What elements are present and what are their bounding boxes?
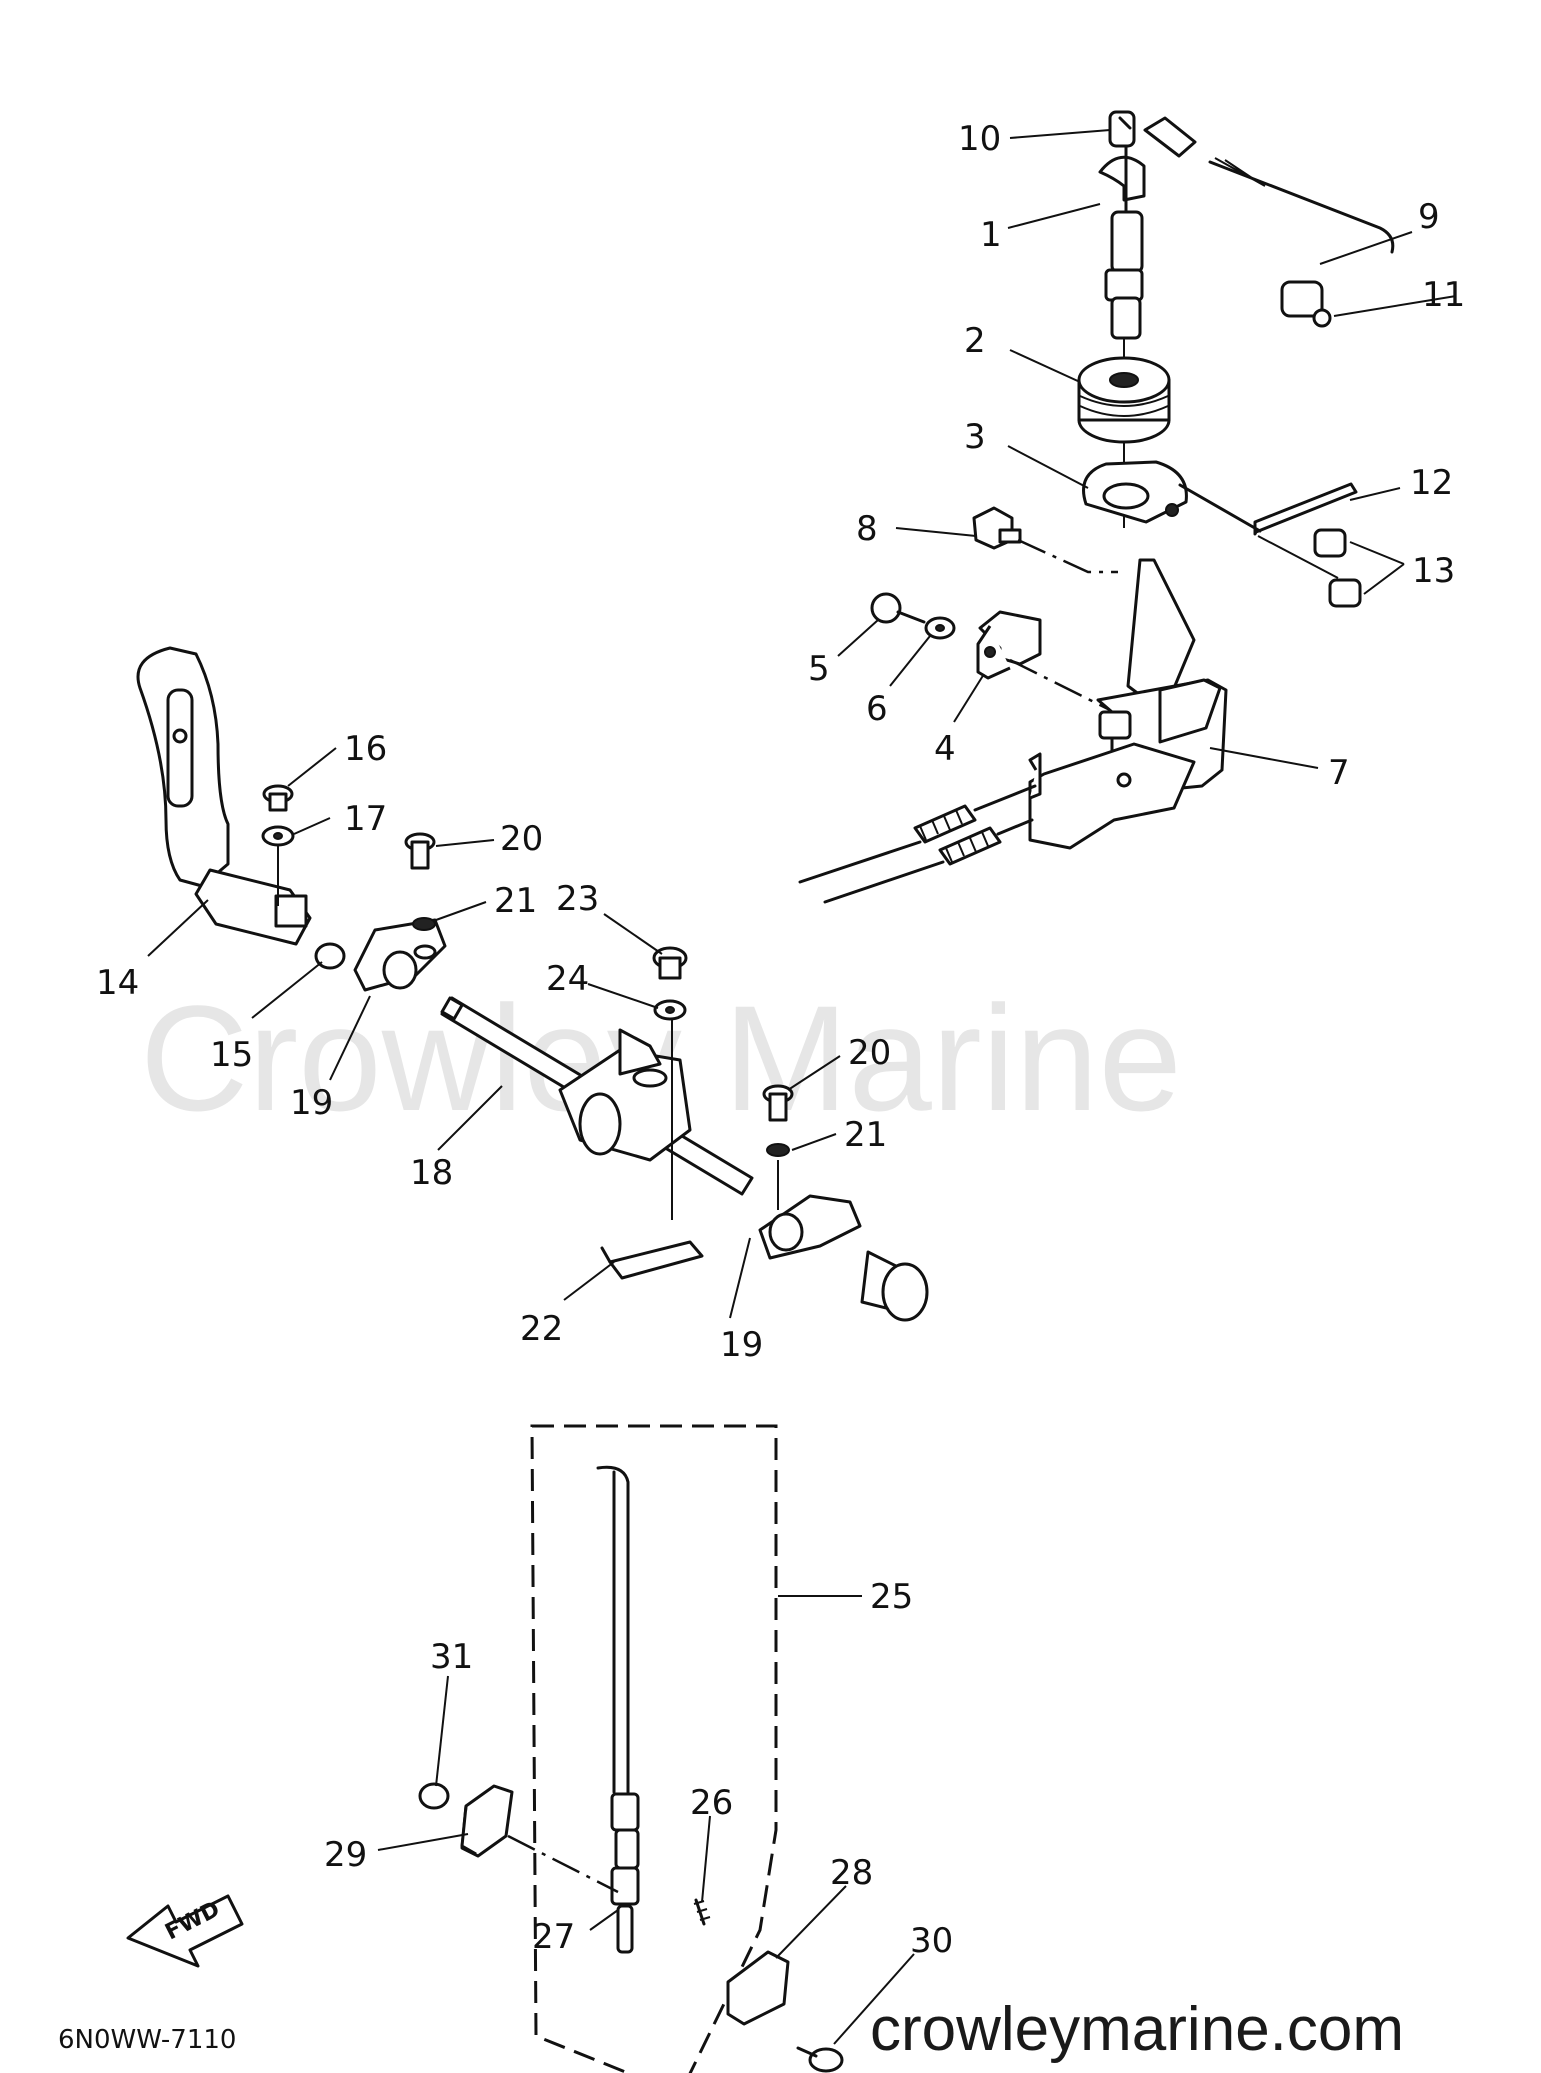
label-11: 11 [1422, 275, 1465, 315]
part-12-link [1178, 482, 1358, 536]
part-15-ring [314, 942, 346, 970]
part-2-spool [1077, 356, 1171, 444]
part-8-bolt [972, 506, 1022, 550]
part-11-fastener [1280, 280, 1332, 328]
label-18: 18 [410, 1153, 453, 1193]
label-22: 22 [520, 1309, 563, 1349]
label-5: 5 [808, 649, 830, 689]
label-10: 10 [958, 119, 1001, 159]
label-7: 7 [1328, 753, 1350, 793]
part-21-washer-left [412, 917, 436, 931]
label-23: 23 [556, 879, 599, 919]
part-17-washer [261, 825, 295, 847]
label-20a: 20 [500, 819, 543, 859]
label-15: 15 [210, 1035, 253, 1075]
label-12: 12 [1410, 463, 1453, 503]
part-6-washer [924, 616, 956, 640]
part-19-clamp-left [353, 918, 447, 992]
label-24: 24 [546, 959, 589, 999]
website-label: crowleymarine.com [870, 1995, 1404, 2064]
label-16: 16 [344, 729, 387, 769]
label-6: 6 [866, 689, 888, 729]
part-9-rod [1143, 116, 1395, 254]
part-20-bolt-right [762, 1084, 794, 1122]
label-21a: 21 [494, 881, 537, 921]
part-28-clip [726, 1950, 790, 2026]
label-27: 27 [532, 1917, 575, 1957]
part-26-pin [693, 1898, 711, 1926]
end-cap [860, 1250, 929, 1322]
part-25-kit-outline [530, 1424, 778, 2073]
part-4-bracket [976, 610, 1042, 680]
part-24-washer [653, 999, 687, 1021]
fwd-arrow-icon: FWD [126, 1894, 244, 1968]
label-1: 1 [980, 215, 1002, 255]
part-18-shaft [440, 996, 754, 1196]
label-20b: 20 [848, 1033, 891, 1073]
label-26: 26 [690, 1783, 733, 1823]
label-19a: 19 [290, 1083, 333, 1123]
label-4: 4 [934, 729, 956, 769]
label-25: 25 [870, 1577, 913, 1617]
part-25-rod [596, 1465, 640, 1954]
part-16-screw [262, 784, 294, 812]
label-14: 14 [96, 963, 139, 1003]
diagram-code: 6N0WW-7110 [58, 2025, 236, 2055]
part-30-screw [796, 2046, 844, 2073]
label-17: 17 [344, 799, 387, 839]
label-30: 30 [910, 1921, 953, 1961]
label-19b: 19 [720, 1325, 763, 1365]
part-13-clips [1257, 528, 1362, 608]
part-7-bracket [1028, 558, 1228, 850]
part-31-nut [418, 1782, 450, 1810]
label-9: 9 [1418, 197, 1440, 237]
label-28: 28 [830, 1853, 873, 1893]
part-10-clip [1108, 110, 1136, 148]
part-5-bolt [870, 592, 926, 624]
part-20-bolt-left [404, 832, 436, 870]
part-22-plate [600, 1240, 704, 1280]
label-31: 31 [430, 1637, 473, 1677]
part-29-clip [460, 1784, 514, 1858]
part-19-clamp-right [758, 1194, 862, 1260]
label-2: 2 [964, 321, 986, 361]
label-8: 8 [856, 509, 878, 549]
leader-lines [147, 129, 1457, 2045]
part-3-plate [1082, 460, 1188, 524]
part-1-lever [1098, 144, 1146, 340]
throttle-cables [798, 784, 1037, 904]
label-3: 3 [964, 417, 986, 457]
label-21b: 21 [844, 1115, 887, 1155]
label-13: 13 [1412, 551, 1455, 591]
label-29: 29 [324, 1835, 367, 1875]
part-21-washer-right [766, 1143, 790, 1157]
part-14-handle [136, 646, 312, 946]
